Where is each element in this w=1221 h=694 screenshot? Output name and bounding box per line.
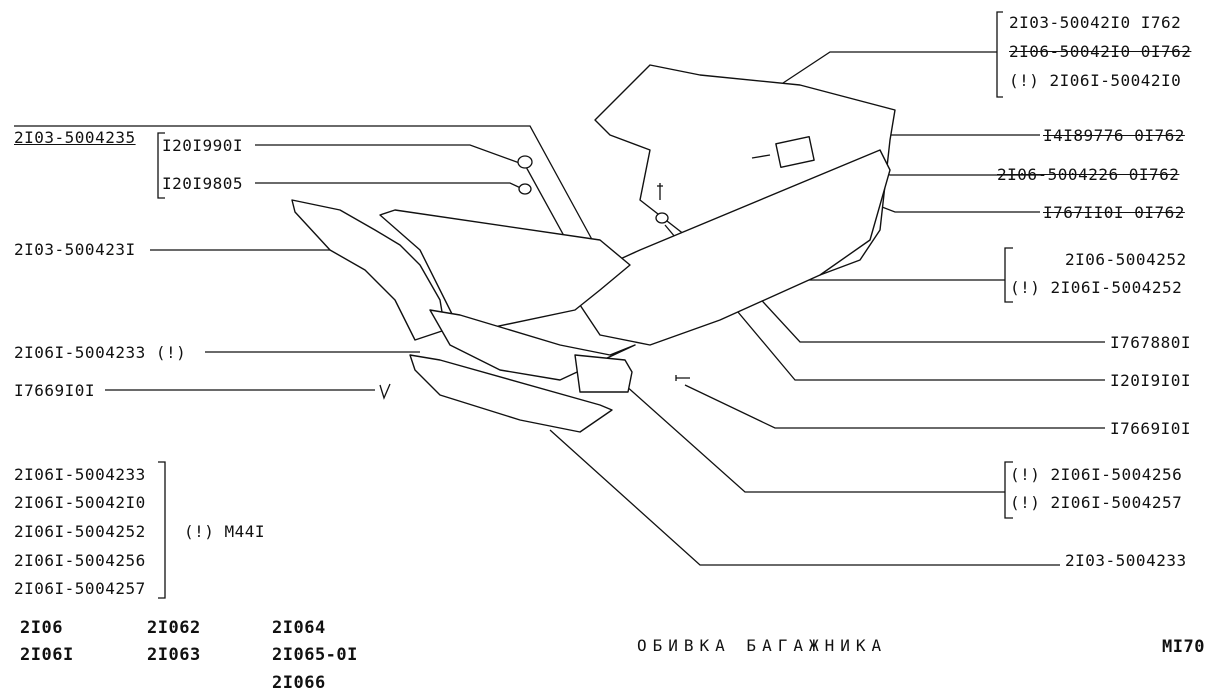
bracket-right-5004252	[1004, 247, 1013, 303]
model-col3-3: 2I066	[272, 673, 326, 693]
callout-2106I-5004233: 2I06I-5004233 (!)	[14, 343, 187, 362]
callout-I7669I0I-left: I7669I0I	[14, 381, 96, 400]
callout-2106-5004226: 2I06-5004226 0I762	[997, 166, 1179, 184]
callout-I767II0I: I767II0I 0I762	[1043, 204, 1185, 222]
callout-2106I-5004257: (!) 2I06I-5004257	[1010, 493, 1183, 512]
bottom-left-item-1: 2I06I-5004233	[14, 465, 146, 484]
model-col2-2: 2I063	[147, 645, 201, 665]
left-group-item-2: I20I9805	[162, 174, 244, 193]
callout-I20I9I0I: I20I9I0I	[1110, 371, 1192, 390]
callout-I4I89776-num: I4I89776 0I762	[1043, 126, 1185, 145]
left-group-header: 2I03-5004235	[14, 128, 136, 147]
leader-I20I9805	[255, 182, 526, 191]
bracket-right-5004256	[1004, 461, 1013, 519]
leader-I7669I0I-right	[684, 384, 1105, 429]
model-col1-1: 2I06	[20, 618, 63, 638]
trunk-trim-illustration	[291, 64, 896, 433]
small-bracket	[574, 354, 633, 393]
bracket-bottom-left	[158, 461, 166, 599]
fasteners	[379, 154, 771, 400]
bottom-left-item-2: 2I06I-50042I0	[14, 493, 146, 512]
grommet-icon	[518, 183, 532, 195]
leader-top-right	[779, 51, 997, 86]
bracket-left-group	[157, 132, 165, 199]
model-col3-2: 2I065-0I	[272, 645, 358, 665]
grommet-icon-2	[655, 212, 669, 224]
label-plate	[775, 136, 815, 168]
callout-2106I-5004256: (!) 2I06I-5004256	[1010, 465, 1183, 484]
screw-icon-2	[675, 375, 690, 381]
rear-panel	[579, 149, 891, 346]
page-code: MI70	[1162, 637, 1205, 657]
bottom-left-note: (!) M44I	[184, 522, 266, 541]
clip-icon	[379, 383, 391, 400]
left-group-item-1: I20I990I	[162, 136, 244, 155]
leader-I20I990I	[255, 144, 526, 166]
callout-2I03-5004233: 2I03-5004233	[1065, 551, 1187, 570]
bracket-top-right	[996, 11, 1003, 98]
plug-icon	[517, 155, 533, 169]
left-side-panel	[379, 209, 631, 331]
top-right-part-2-text: 2I06-50042I0 0I762	[1009, 42, 1192, 61]
callout-2106-5004252: 2I06-5004252	[1065, 250, 1187, 269]
callout-I767II0I-num: I767II0I 0I762	[1043, 203, 1185, 222]
top-right-part-2: 2I06-50042I0 0I762	[1009, 43, 1191, 61]
leader-2103-5004235	[14, 125, 596, 246]
top-right-part-1: 2I03-50042I0 I762	[1009, 13, 1182, 32]
model-col2-1: 2I062	[147, 618, 201, 638]
model-col3-1: 2I064	[272, 618, 326, 638]
bottom-left-item-4: 2I06I-5004256	[14, 551, 146, 570]
front-lower-trim-b	[409, 354, 613, 433]
top-right-part-3: (!) 2I06I-50042I0	[1009, 71, 1182, 90]
page-title: ОБИВКА БАГАЖНИКА	[637, 636, 888, 655]
callout-I7669I0I-right: I7669I0I	[1110, 419, 1192, 438]
leader-right-5004256	[624, 384, 1005, 493]
bottom-left-item-3: 2I06I-5004252	[14, 522, 146, 541]
callout-2103-500423I: 2I03-500423I	[14, 240, 136, 259]
callout-I767880I: I767880I	[1110, 333, 1192, 352]
screw-icon	[657, 183, 663, 200]
model-col1-2: 2I06I	[20, 645, 74, 665]
callout-I4I89776: I4I89776 0I762	[1043, 127, 1185, 145]
callout-2106-5004226-num: 2I06-5004226 0I762	[997, 165, 1180, 184]
screw-icon-3	[751, 154, 771, 159]
bottom-left-item-5: 2I06I-5004257	[14, 579, 146, 598]
leader-2I03-5004233	[549, 429, 1060, 566]
callout-2106I-5004252: (!) 2I06I-5004252	[1010, 278, 1183, 297]
